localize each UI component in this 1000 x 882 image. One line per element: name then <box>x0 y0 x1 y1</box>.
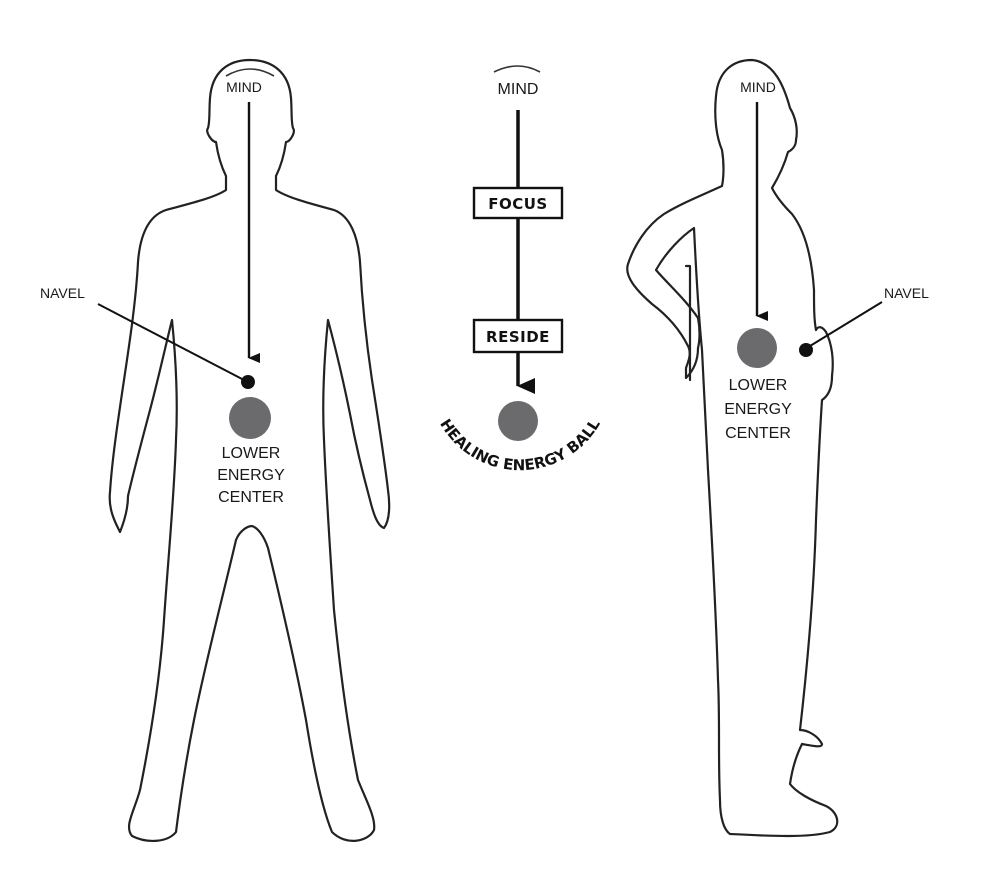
side-navel-dot <box>799 343 813 357</box>
front-navel-pointer <box>97 303 245 381</box>
side-body-figure <box>626 58 839 838</box>
focus-step-label: FOCUS <box>488 195 548 213</box>
reside-step-label: RESIDE <box>486 328 550 346</box>
front-center-label-line3: CENTER <box>218 489 284 506</box>
front-navel-dot <box>241 375 255 389</box>
flow-mind-label: MIND <box>498 81 539 98</box>
front-body-outline <box>108 58 391 842</box>
front-mind-label: MIND <box>226 79 262 95</box>
front-energy-ball <box>229 397 271 439</box>
side-navel-label: NAVEL <box>884 285 929 301</box>
front-mind-arc <box>225 68 275 77</box>
side-center-label-line3: CENTER <box>725 425 791 442</box>
side-center-label-line2: ENERGY <box>724 401 792 418</box>
front-center-label-line2: ENERGY <box>217 467 285 484</box>
front-body-figure <box>108 58 391 842</box>
side-body-outline <box>626 58 839 838</box>
side-mind-label: MIND <box>740 79 776 95</box>
flow-mind-arc <box>493 65 541 73</box>
side-center-label-line1: LOWER <box>729 377 788 394</box>
focus-step-box <box>472 186 564 220</box>
healing-energy-ball <box>498 401 538 441</box>
front-navel-label: NAVEL <box>40 285 85 301</box>
side-energy-ball <box>737 328 777 368</box>
front-center-label-line1: LOWER <box>222 445 281 462</box>
side-navel-pointer <box>809 301 883 347</box>
side-arm-detail <box>684 264 692 382</box>
